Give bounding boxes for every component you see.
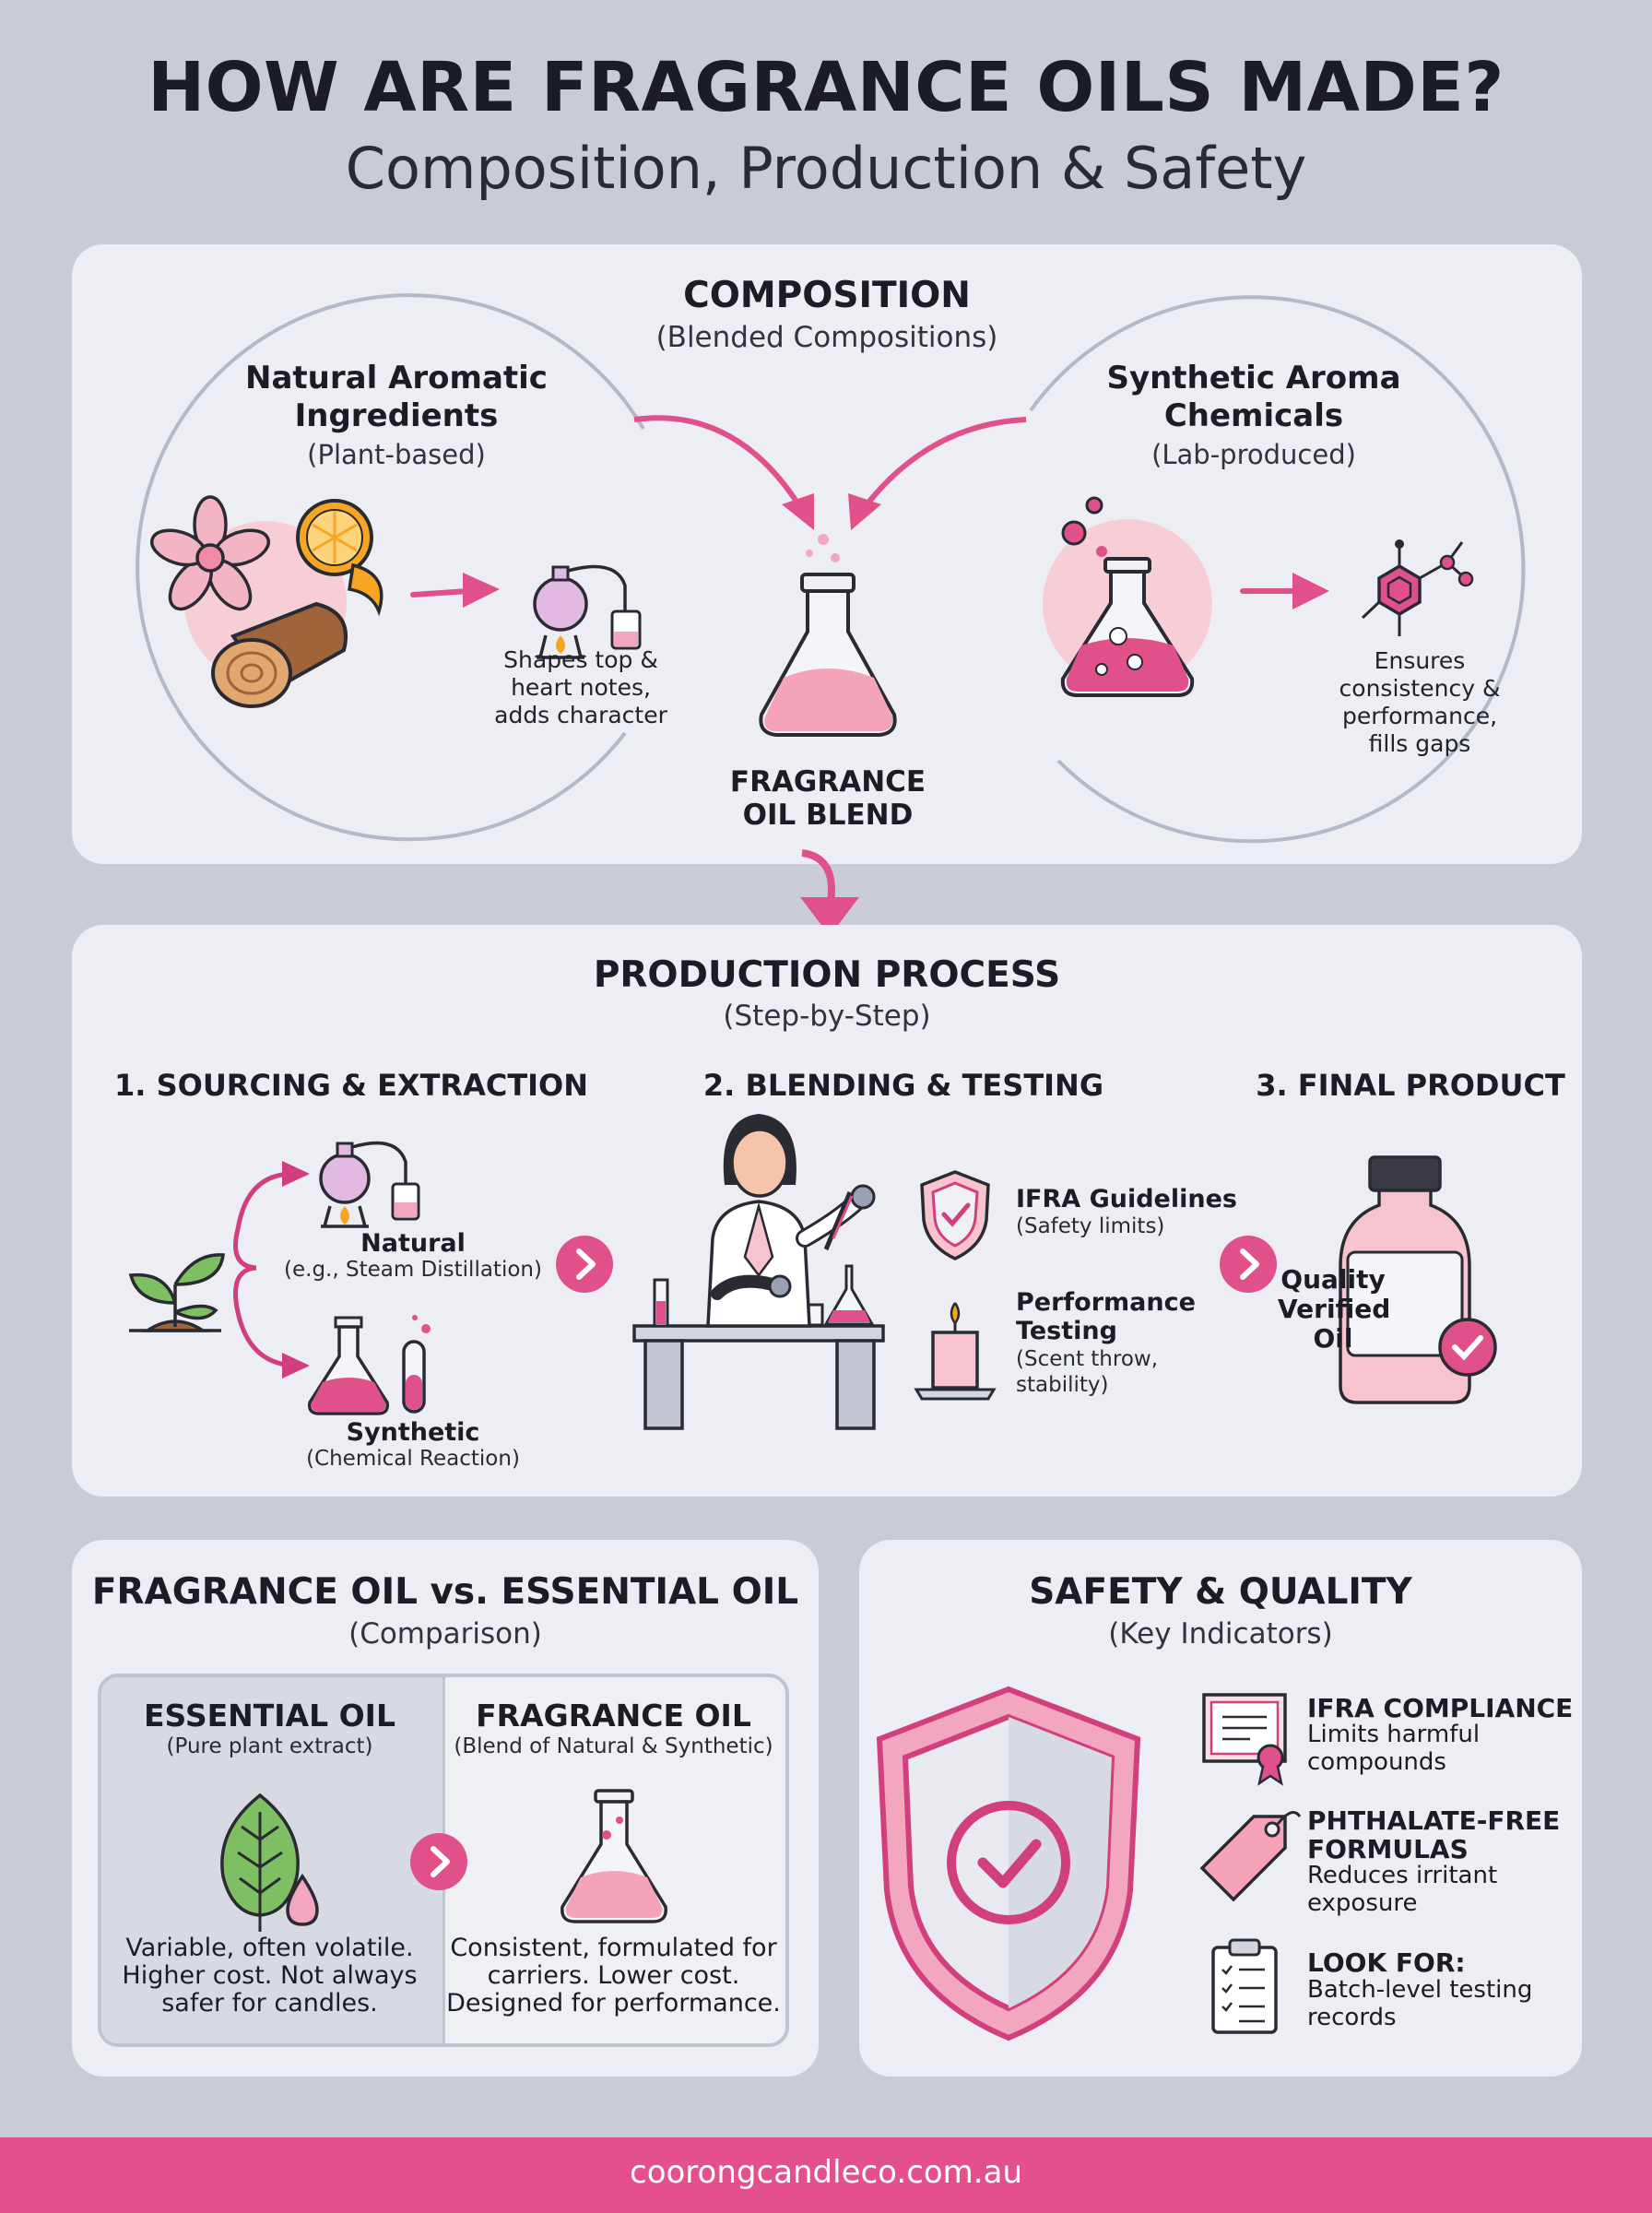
- essential-desc-line3: safer for candles.: [161, 1989, 378, 2018]
- footer-link[interactable]: coorongcandleco.com.au: [630, 2154, 1022, 2191]
- fragrance-desc-line1: Consistent, formulated for: [450, 1934, 777, 1962]
- composition-title: COMPOSITION: [683, 275, 971, 316]
- comparison-title: FRAGRANCE OIL vs. ESSENTIAL OIL: [91, 1571, 799, 1613]
- natural-circle: [136, 293, 645, 842]
- shield-check-icon: [920, 1170, 990, 1260]
- comparison-subtitle: (Comparison): [348, 1617, 542, 1651]
- synthetic-note-line1: Ensures: [1374, 647, 1466, 674]
- natural-sublabel: (e.g., Steam Distillation): [284, 1258, 542, 1282]
- bottle-label-line3: Oil: [1313, 1323, 1353, 1354]
- natural-title-line2: Ingredients: [294, 397, 499, 434]
- synthetic-subtitle: (Lab-produced): [1151, 439, 1356, 470]
- tag-icon: [1199, 1811, 1302, 1902]
- next-step-icon: [1220, 1236, 1277, 1293]
- natural-note-line2: heart notes,: [511, 674, 651, 701]
- flask-and-tube-icon: [307, 1315, 431, 1415]
- wood-log-icon: [211, 601, 348, 708]
- molecule-icon: [1361, 539, 1474, 636]
- performance-label-line2: Testing: [1016, 1317, 1117, 1345]
- synthetic-sublabel: (Chemical Reaction): [306, 1447, 520, 1471]
- distiller-icon: [533, 564, 642, 659]
- phthalate-free-title-line2: FORMULAS: [1307, 1834, 1469, 1864]
- essential-desc-line2: Higher cost. Not always: [122, 1961, 418, 1990]
- fragrance-desc-line2: carriers. Lower cost.: [487, 1961, 740, 1990]
- leaf-drop-icon: [220, 1793, 319, 1932]
- bottle-label-line1: Quality: [1280, 1264, 1386, 1295]
- arrow-down-right-icon: [848, 417, 1027, 530]
- ifra-compliance-desc-line2: compounds: [1307, 1748, 1446, 1776]
- page-title: HOW ARE FRAGRANCE OILS MADE?: [148, 48, 1504, 127]
- phthalate-free-title-line1: PHTHALATE-FREE: [1307, 1805, 1561, 1836]
- fragrance-oil-subtitle: (Blend of Natural & Synthetic): [454, 1734, 773, 1758]
- large-shield-check-icon: [876, 1686, 1141, 2041]
- synthetic-flask-icon: [1060, 496, 1195, 697]
- synthetic-note-line2: consistency &: [1339, 675, 1501, 702]
- comparison-graphics: [220, 1789, 667, 1932]
- oil-bottle-icon: [1339, 1155, 1497, 1404]
- natural-title-line1: Natural Aromatic: [245, 360, 548, 396]
- branch-arrows-icon: [233, 1161, 310, 1379]
- arrow-right-icon: [1240, 573, 1329, 609]
- essential-desc-line1: Variable, often volatile.: [125, 1934, 414, 1962]
- safety-subtitle: (Key Indicators): [1108, 1617, 1333, 1651]
- natural-note-line1: Shapes top &: [503, 646, 658, 673]
- ifra-compliance-title: IFRA COMPLIANCE: [1307, 1693, 1574, 1723]
- blend-label-line2: OIL BLEND: [742, 799, 914, 832]
- certificate-icon: [1202, 1693, 1287, 1786]
- phthalate-free-desc-line1: Reduces irritant: [1307, 1862, 1498, 1889]
- synthetic-label: Synthetic: [346, 1418, 480, 1447]
- synthetic-title-line1: Synthetic Aroma: [1106, 360, 1401, 396]
- essential-oil-subtitle: (Pure plant extract): [166, 1734, 373, 1758]
- composition-subtitle: (Blended Compositions): [655, 321, 998, 354]
- ifra-guidelines-sublabel: (Safety limits): [1016, 1214, 1165, 1238]
- page-subtitle: Composition, Production & Safety: [345, 135, 1307, 202]
- synthetic-note-line3: performance,: [1341, 703, 1498, 729]
- sprout-icon: [128, 1253, 225, 1332]
- production-subtitle: (Step-by-Step): [723, 1000, 931, 1033]
- performance-sublabel-line2: stability): [1016, 1373, 1109, 1397]
- scientist-icon: [706, 1114, 876, 1328]
- clipboard-icon: [1211, 1938, 1278, 2034]
- fragrance-oil-title: FRAGRANCE OIL: [476, 1698, 751, 1734]
- synthetic-title-line2: Chemicals: [1163, 397, 1344, 434]
- orange-icon: [296, 499, 384, 617]
- ifra-compliance-desc-line1: Limits harmful: [1307, 1721, 1481, 1748]
- ifra-guidelines-label: IFRA Guidelines: [1016, 1185, 1237, 1213]
- phthalate-free-desc-line2: exposure: [1307, 1889, 1418, 1917]
- look-for-desc-line2: records: [1307, 2004, 1397, 2031]
- synthetic-note-line4: fills gaps: [1368, 730, 1471, 757]
- step3-title: 3. FINAL PRODUCT: [1256, 1068, 1565, 1103]
- blend-flask-icon: [759, 573, 897, 737]
- safety-graphics: [876, 1686, 1302, 2041]
- comparison-arrow-icon: [410, 1833, 467, 1890]
- step1-title: 1. SOURCING & EXTRACTION: [114, 1068, 589, 1103]
- look-for-desc-line1: Batch-level testing: [1307, 1976, 1533, 2004]
- fragrance-flask-icon: [560, 1789, 667, 1923]
- natural-label: Natural: [360, 1229, 466, 1258]
- fragrance-desc-line3: Designed for performance.: [446, 1989, 781, 2018]
- essential-oil-title: ESSENTIAL OIL: [144, 1698, 395, 1734]
- arrow-right-icon: [410, 573, 500, 608]
- flower-icon: [150, 495, 270, 611]
- next-step-icon: [556, 1236, 613, 1293]
- step2-title: 2. BLENDING & TESTING: [702, 1068, 1104, 1103]
- look-for-title: LOOK FOR:: [1307, 1947, 1466, 1978]
- synthetic-circle: [1029, 295, 1526, 844]
- performance-sublabel-line1: (Scent throw,: [1016, 1347, 1159, 1371]
- arrow-down-left-icon: [633, 415, 814, 530]
- safety-title: SAFETY & QUALITY: [1029, 1571, 1412, 1613]
- blend-label-line1: FRAGRANCE: [729, 765, 926, 799]
- natural-subtitle: (Plant-based): [307, 439, 486, 470]
- natural-note-line3: adds character: [494, 702, 667, 728]
- bottle-label-line2: Verified: [1278, 1294, 1391, 1324]
- composition-graphics: [136, 293, 1526, 844]
- performance-label-line1: Performance: [1016, 1288, 1196, 1317]
- down-arrow-icon: [800, 849, 859, 936]
- production-graphics: [128, 1114, 1497, 1430]
- production-title: PRODUCTION PROCESS: [593, 954, 1061, 996]
- footer-bar: [0, 2137, 1652, 2213]
- distiller-icon: [319, 1141, 420, 1228]
- candle-icon: [914, 1302, 997, 1401]
